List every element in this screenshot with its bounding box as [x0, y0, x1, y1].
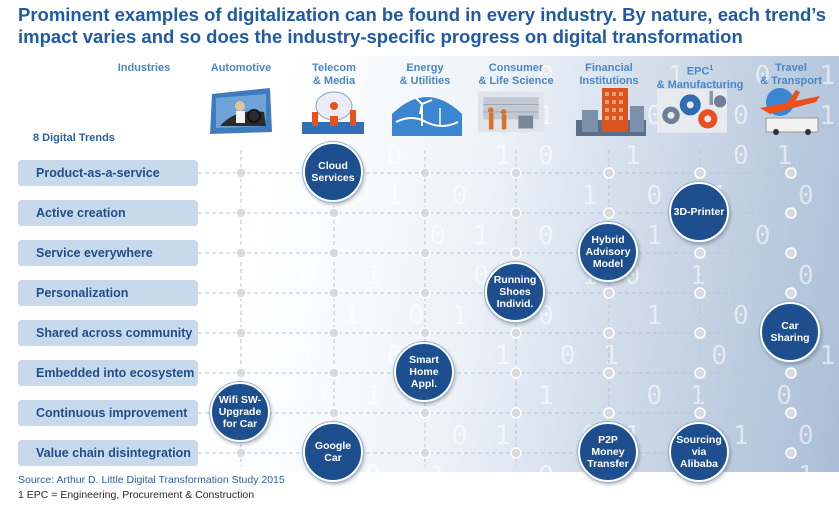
grid-node: [603, 287, 615, 299]
grid-node: [785, 407, 797, 419]
grid-node: [419, 447, 431, 459]
case-circle: Running Shoes Individ.: [485, 262, 545, 322]
page-title: Prominent examples of digitalization can…: [18, 4, 827, 47]
grid-node: [235, 207, 247, 219]
car-driver-icon: [210, 88, 272, 134]
row-label-active-creation: Active creation: [18, 200, 198, 226]
row-label-value-chain-disintegration: Value chain disintegration: [18, 440, 198, 466]
grid-node: [785, 367, 797, 379]
col-header-travel: Travel& Transport: [760, 62, 822, 87]
grid-node: [419, 287, 431, 299]
grid-node: [510, 207, 522, 219]
case-circle: Smart Home Appl.: [394, 342, 454, 402]
airplane-icon: [760, 88, 820, 135]
col-header-telecom: Telecom& Media: [312, 62, 356, 87]
source-note: Source: Arthur D. Little Digital Transfo…: [18, 474, 285, 486]
grid-node: [510, 407, 522, 419]
grid-node: [419, 407, 431, 419]
case-circle: Cloud Services: [303, 142, 363, 202]
grid-node: [694, 367, 706, 379]
grid-node: [785, 447, 797, 459]
grid-node: [510, 247, 522, 259]
grid-node: [328, 247, 340, 259]
footnote: 1 EPC = Engineering, Procurement & Const…: [18, 489, 255, 501]
grid-node: [235, 327, 247, 339]
grid-node: [603, 167, 615, 179]
grid-node: [328, 407, 340, 419]
col-header-epc: EPC1& Manufacturing: [656, 65, 744, 91]
grid-node: [235, 447, 247, 459]
case-circle: P2P Money Transfer: [578, 422, 638, 482]
grid-node: [603, 207, 615, 219]
office-building-icon: [576, 88, 646, 136]
grid-node: [510, 167, 522, 179]
grid-node: [419, 327, 431, 339]
grid-node: [785, 247, 797, 259]
grid-node: [235, 167, 247, 179]
grid-node: [694, 167, 706, 179]
grid-node: [235, 367, 247, 379]
row-label-continuous-improvement: Continuous improvement: [18, 400, 198, 426]
row-label-shared-across-community: Shared across community: [18, 320, 198, 346]
case-circle: Car Sharing: [760, 302, 820, 362]
grid-node: [328, 287, 340, 299]
row-label-service-everywhere: Service everywhere: [18, 240, 198, 266]
case-circle: Sourcing via Alibaba: [669, 422, 729, 482]
grid-node: [785, 207, 797, 219]
grid-node: [785, 167, 797, 179]
grid-node: [603, 367, 615, 379]
grid-node: [510, 367, 522, 379]
wind-turbine-icon: [392, 95, 462, 136]
row-label-product-as-a-service: Product-as-a-service: [18, 160, 198, 186]
case-circle: Google Car: [303, 422, 363, 482]
grid-node: [419, 207, 431, 219]
row-label-embedded-into-ecosystem: Embedded into ecosystem: [18, 360, 198, 386]
grid-node: [694, 407, 706, 419]
trends-header: 8 Digital Trends: [33, 132, 115, 144]
satellite-dish-icon: [302, 91, 364, 134]
grid-node: [328, 327, 340, 339]
grid-node: [694, 287, 706, 299]
shopping-people-icon: [477, 91, 545, 133]
col-header-energy: Energy& Utilities: [399, 62, 451, 87]
grid-node: [603, 327, 615, 339]
col-header-consumer: Consumer& Life Science: [478, 62, 554, 87]
gears-icon: [657, 89, 727, 133]
grid-node: [694, 247, 706, 259]
grid-node: [603, 407, 615, 419]
grid-node: [419, 167, 431, 179]
grid-node: [694, 327, 706, 339]
grid-node: [510, 327, 522, 339]
industries-header: Industries: [117, 62, 171, 74]
case-circle: Wifi SW-Upgrade for Car: [210, 382, 270, 442]
grid-node: [328, 367, 340, 379]
row-label-personalization: Personalization: [18, 280, 198, 306]
grid-node: [510, 447, 522, 459]
grid-node: [785, 287, 797, 299]
grid-node: [419, 247, 431, 259]
grid-node: [235, 287, 247, 299]
case-circle: 3D-Printer: [669, 182, 729, 242]
grid-node: [328, 207, 340, 219]
grid-node: [235, 247, 247, 259]
case-circle: Hybrid Advisory Model: [578, 222, 638, 282]
col-header-automotive: Automotive: [210, 62, 272, 74]
